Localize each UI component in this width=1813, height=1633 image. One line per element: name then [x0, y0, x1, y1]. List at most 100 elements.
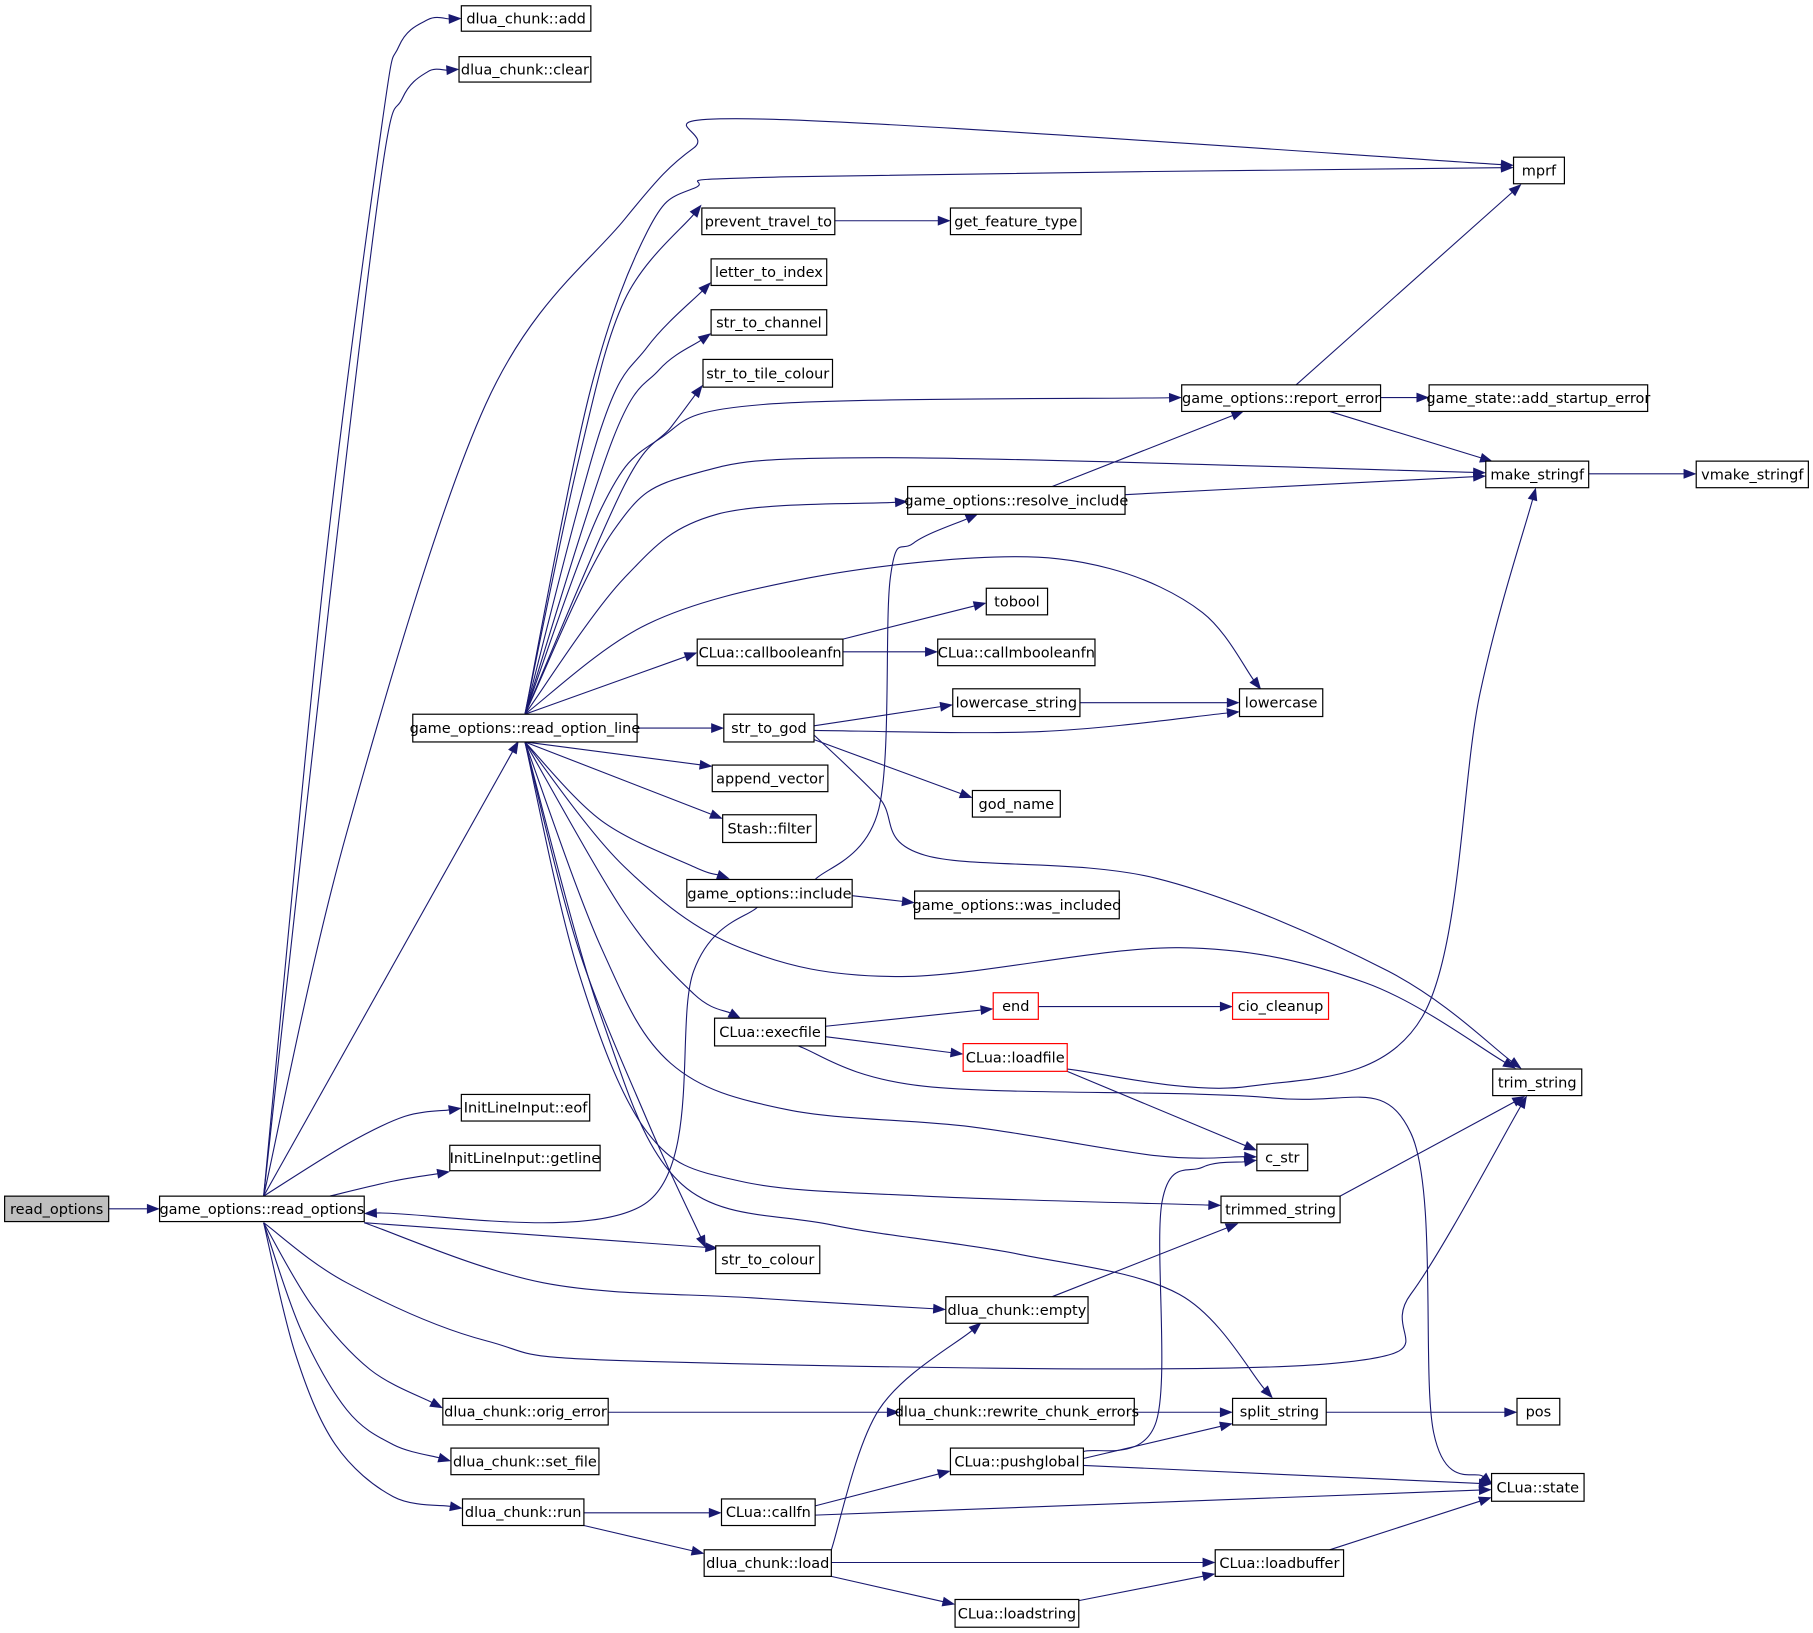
arrowhead-icon — [1683, 468, 1697, 479]
edge-callbooleanfn-to-tobool — [842, 601, 987, 640]
node-get-feature-type[interactable]: get_feature_type — [949, 207, 1082, 236]
edge-line — [1067, 1070, 1246, 1147]
node-str-to-tile-colour[interactable]: str_to_tile_colour — [702, 358, 834, 388]
node-box — [710, 258, 828, 287]
node-dc-empty[interactable]: dlua_chunk::empty — [945, 1296, 1089, 1324]
edge-loadfile-to-c-str — [1067, 1070, 1257, 1151]
node-trimmed-string[interactable]: trimmed_string — [1220, 1195, 1341, 1224]
arrowhead-icon — [1477, 1496, 1492, 1507]
node-append-vector[interactable]: append_vector — [711, 764, 829, 793]
node-go-include[interactable]: game_options::include — [686, 878, 853, 908]
arrowhead-icon — [901, 896, 915, 907]
node-execfile[interactable]: CLua::execfile — [713, 1017, 827, 1047]
edge-read-option-line-to-trimmed-string — [524, 741, 1222, 1210]
edge-line — [813, 712, 1228, 734]
arrowhead-icon — [936, 1469, 951, 1479]
node-trim-string[interactable]: trim_string — [1492, 1068, 1583, 1097]
edge-line — [524, 741, 1506, 1063]
node-pushglobal[interactable]: CLua::pushglobal — [949, 1447, 1085, 1476]
node-was-included[interactable]: game_options::was_included — [912, 890, 1121, 920]
node-box — [1220, 1195, 1341, 1224]
node-str-to-colour[interactable]: str_to_colour — [715, 1245, 821, 1275]
node-add-startup-error[interactable]: game_state::add_startup_error — [1426, 384, 1650, 413]
node-dc-run[interactable]: dlua_chunk::run — [461, 1498, 585, 1527]
arrowhead-icon — [1478, 1478, 1492, 1489]
node-end[interactable]: end — [992, 992, 1039, 1020]
node-dc-clear[interactable]: dlua_chunk::clear — [458, 56, 592, 83]
node-c-str[interactable]: c_str — [1256, 1143, 1309, 1172]
edge-go-read-options-to-dc-empty — [364, 1222, 947, 1314]
node-pos[interactable]: pos — [1516, 1397, 1561, 1426]
edge-line — [815, 1473, 939, 1507]
node-lowercase-string[interactable]: lowercase_string — [952, 688, 1081, 718]
node-stash-filter[interactable]: Stash::filter — [722, 814, 817, 844]
arrowhead-icon — [894, 497, 908, 508]
node-loadstring[interactable]: CLua::loadstring — [954, 1598, 1080, 1628]
edge-read-option-line-to-execfile — [524, 741, 742, 1019]
node-make-stringf[interactable]: make_stringf — [1485, 460, 1590, 489]
node-str-to-god[interactable]: str_to_god — [723, 713, 815, 743]
arrowhead-icon — [932, 1303, 947, 1314]
edge-line — [1083, 1464, 1480, 1484]
edge-go-read-options-to-str-to-colour — [364, 1222, 719, 1253]
node-loadbuffer[interactable]: CLua::loadbuffer — [1214, 1549, 1345, 1577]
node-god-name[interactable]: god_name — [971, 789, 1061, 818]
node-box — [992, 992, 1039, 1020]
node-ili-eof[interactable]: InitLineInput::eof — [460, 1093, 591, 1122]
edge-line — [524, 457, 1474, 715]
node-vmake-stringf[interactable]: vmake_stringf — [1695, 460, 1809, 489]
node-label: pos — [1526, 1405, 1552, 1421]
node-label: game_state::add_startup_error — [1426, 391, 1650, 407]
node-mprf[interactable]: mprf — [1512, 156, 1566, 185]
edge-make-stringf-to-vmake-stringf — [1588, 468, 1697, 479]
node-read-options[interactable]: read_options — [4, 1195, 110, 1223]
edge-line — [376, 906, 758, 1224]
node-label: tobool — [994, 595, 1040, 611]
node-dc-load[interactable]: dlua_chunk::load — [703, 1549, 832, 1577]
node-cio-cleanup[interactable]: cio_cleanup — [1231, 992, 1330, 1020]
node-callfn[interactable]: CLua::callfn — [720, 1498, 816, 1527]
node-str-to-channel[interactable]: str_to_channel — [710, 309, 828, 336]
node-prevent-travel-to[interactable]: prevent_travel_to — [701, 207, 836, 236]
node-callbooleanfn[interactable]: CLua::callbooleanfn — [696, 638, 844, 667]
node-label: dlua_chunk::empty — [948, 1303, 1087, 1319]
node-clua-state[interactable]: CLua::state — [1490, 1472, 1585, 1502]
arrowhead-icon — [968, 1322, 982, 1335]
node-tobool[interactable]: tobool — [985, 587, 1049, 616]
node-go-read-options[interactable]: game_options::read_options — [158, 1195, 365, 1223]
node-letter-to-index[interactable]: letter_to_index — [710, 258, 828, 287]
edge-go-read-options-to-mprf — [263, 118, 1514, 1197]
arrowhead-icon — [972, 601, 987, 611]
node-report-error[interactable]: game_options::report_error — [1181, 384, 1382, 413]
edge-pushglobal-to-clua-state — [1083, 1464, 1492, 1489]
node-read-option-line[interactable]: game_options::read_option_line — [410, 713, 641, 743]
edge-dc-load-to-dc-empty — [830, 1322, 982, 1550]
node-callmbooleanfn[interactable]: CLua::callmbooleanfn — [937, 638, 1096, 667]
edge-go-include-to-was-included — [852, 895, 915, 907]
node-label: vmake_stringf — [1701, 467, 1804, 483]
node-label: game_options::read_options — [159, 1202, 364, 1218]
node-split-string[interactable]: split_string — [1231, 1397, 1327, 1426]
node-resolve-include[interactable]: game_options::resolve_include — [904, 485, 1128, 515]
node-box — [1512, 156, 1566, 185]
edge-line — [524, 213, 695, 715]
node-box — [460, 5, 592, 32]
arrowhead-icon — [1508, 183, 1522, 197]
node-box — [907, 485, 1126, 515]
node-label: str_to_tile_colour — [706, 366, 829, 382]
node-ili-getline[interactable]: InitLineInput::getline — [449, 1144, 601, 1172]
edge-loadfile-to-make-stringf — [1067, 487, 1538, 1089]
node-box — [1214, 1549, 1345, 1577]
node-box — [985, 587, 1049, 616]
node-dc-set-file[interactable]: dlua_chunk::set_file — [450, 1447, 600, 1476]
arrowhead-icon — [964, 513, 979, 524]
node-loadfile[interactable]: CLua::loadfile — [962, 1042, 1068, 1072]
node-dc-add[interactable]: dlua_chunk::add — [460, 5, 592, 32]
edge-line — [524, 167, 1502, 715]
node-lowercase[interactable]: lowercase — [1238, 688, 1324, 718]
node-dc-rewrite[interactable]: dlua_chunk::rewrite_chunk_errors — [895, 1397, 1139, 1426]
node-label: dlua_chunk::orig_error — [444, 1405, 607, 1421]
node-box — [412, 713, 638, 743]
node-dc-orig-error[interactable]: dlua_chunk::orig_error — [442, 1397, 609, 1426]
node-label: mprf — [1522, 163, 1557, 179]
